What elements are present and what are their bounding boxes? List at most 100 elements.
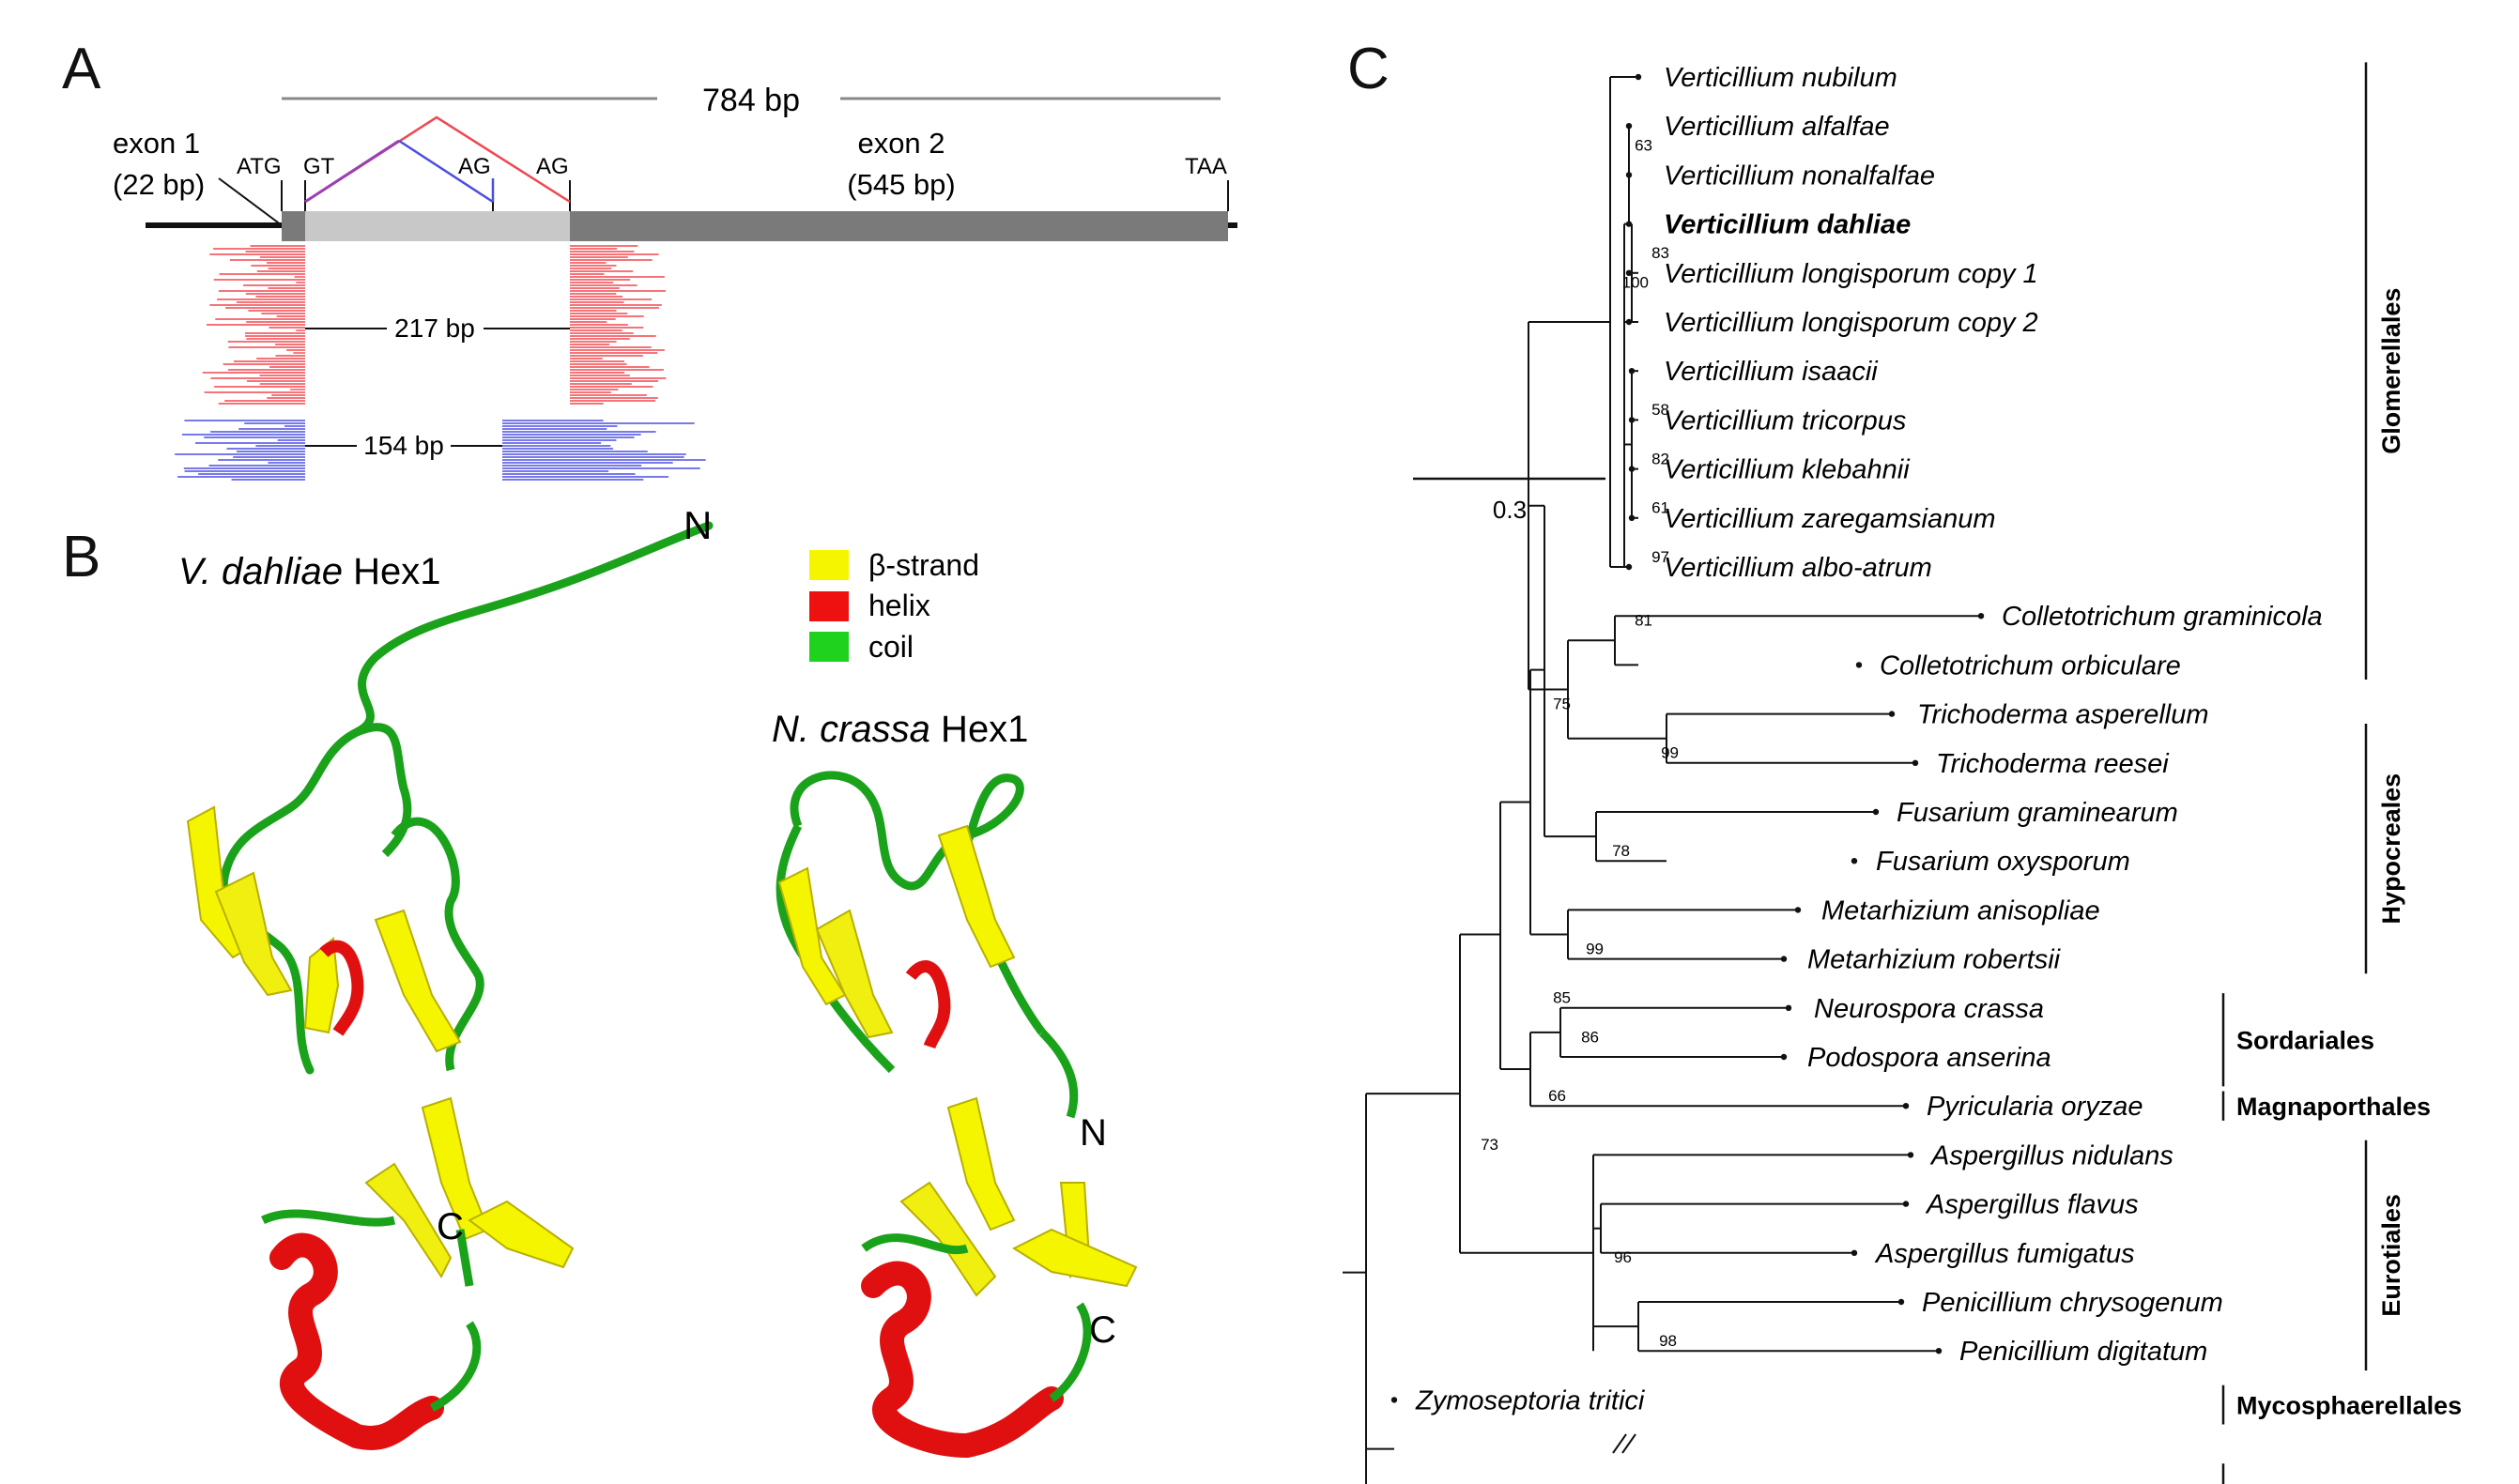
tree-tip-node — [1902, 1201, 1910, 1207]
taxon-label: Colletotrichum orbiculare — [1880, 650, 2181, 681]
vd-c-terminus-label: C — [437, 1206, 464, 1247]
panel-label-b: B — [62, 525, 101, 589]
tree-tip-node — [1977, 613, 1985, 620]
tree-tip-node — [1628, 514, 1636, 521]
exon1-name: exon 1 — [113, 127, 200, 160]
taxon-label: Verticillium dahliae — [1664, 210, 1911, 240]
taxon-label: Verticillium isaacii — [1664, 357, 1879, 387]
taxon-label: Verticillium albo-atrum — [1664, 553, 1932, 583]
donor-site-label: GT — [303, 154, 335, 179]
svg-text:V. dahliae Hex1: V. dahliae Hex1 — [178, 551, 440, 592]
panel-label-a: A — [62, 37, 101, 101]
bootstrap-value: 66 — [1548, 1087, 1566, 1105]
tree-tip-node — [1872, 808, 1880, 816]
tree-tip-node — [1780, 956, 1788, 962]
tree-tip-node — [1625, 563, 1633, 571]
order-label: Sordariales — [2236, 1027, 2374, 1055]
red-read-alignments — [202, 245, 667, 405]
tree-tip-node — [1628, 417, 1636, 423]
tree-tip-node — [1912, 759, 1919, 766]
bootstrap-value: 61 — [1651, 499, 1669, 517]
bootstrap-value: 86 — [1581, 1028, 1599, 1046]
bootstrap-value: 58 — [1651, 401, 1669, 419]
taxon-label: Verticillium nonalfalfae — [1664, 161, 1935, 191]
tree-tip-node — [1625, 123, 1633, 130]
vd-species-name: V. dahliae — [178, 551, 343, 592]
bootstrap-value: 78 — [1612, 842, 1630, 860]
tree-tip-node — [1935, 1348, 1943, 1354]
acceptor-site-2-label: AG — [536, 154, 569, 179]
order-label: Magnaporthales — [2236, 1093, 2431, 1121]
order-label: Mycosphaerellales — [2236, 1392, 2462, 1420]
taxon-label: Fusarium oxysporum — [1876, 847, 2130, 877]
bootstrap-value: 82 — [1651, 450, 1669, 467]
order-label: Hypocreales — [2377, 773, 2405, 925]
nc-species-name: N. crassa — [772, 709, 930, 750]
bootstrap-value: 98 — [1659, 1332, 1677, 1350]
tree-tips — [1390, 73, 1985, 1403]
bootstrap-value: 85 — [1553, 989, 1571, 1007]
taxon-label: Metarhizium anisopliae — [1821, 895, 2100, 926]
legend-swatch-coil — [809, 632, 849, 662]
order-label: Glomerellales — [2377, 288, 2405, 454]
blue-intron-length: 154 bp — [363, 431, 444, 460]
blue-read-alignments — [175, 420, 706, 481]
taxon-label: Verticillium nubilum — [1664, 63, 1897, 93]
taxon-label: Penicillium chrysogenum — [1922, 1288, 2223, 1318]
taxon-label: Verticillium longisporum copy 2 — [1664, 308, 2038, 338]
tree-tip-node — [1855, 662, 1863, 668]
taxon-label: Podospora anserina — [1807, 1043, 2051, 1073]
vd-protein-name: Hex1 — [343, 551, 441, 592]
tree-tip-node — [1628, 466, 1636, 472]
order-label: Eurotiales — [2377, 1194, 2405, 1317]
tree-tip-node — [1625, 172, 1633, 178]
bootstrap-value: 99 — [1661, 744, 1679, 762]
legend-label-coil: coil — [868, 630, 914, 664]
tree-tip-node — [1785, 1004, 1792, 1012]
acceptor-site-1-label: AG — [458, 154, 491, 179]
nc-n-terminus-label: N — [1080, 1112, 1107, 1154]
bootstrap-value: 100 — [1622, 273, 1649, 291]
exon2-length: (545 bp) — [847, 168, 955, 201]
svg-text:N. crassa Hex1: N. crassa Hex1 — [772, 709, 1028, 750]
bootstrap-value: 73 — [1481, 1136, 1498, 1154]
exon1-length: (22 bp) — [113, 168, 205, 201]
tree-tip-node — [1897, 1298, 1905, 1306]
tree-tip-node — [1780, 1053, 1788, 1061]
legend-swatch-strand — [809, 550, 849, 580]
legend-label-strand: β-strand — [868, 548, 979, 582]
exon2-name: exon 2 — [857, 127, 945, 160]
taxon-label: Verticillium tricorpus — [1664, 405, 1906, 436]
tree-tip-node — [1851, 1249, 1858, 1257]
vd-hex1-ribbon: N C — [186, 507, 714, 1450]
legend-label-helix: helix — [868, 589, 930, 622]
nc-hex1-ribbon: N C — [776, 771, 1138, 1459]
taxon-label: Neurospora crassa — [1814, 994, 2044, 1024]
taxon-label: Verticillium klebahnii — [1664, 455, 1911, 485]
tree-tip-node — [1625, 221, 1633, 227]
nc-protein-name: Hex1 — [930, 709, 1029, 750]
bootstrap-value: 75 — [1553, 695, 1571, 712]
tree-tip-node — [1635, 73, 1642, 81]
stop-codon-label: TAA — [1185, 154, 1227, 179]
tree-tip-node — [1888, 711, 1896, 717]
taxon-label: Trichoderma asperellum — [1917, 700, 2209, 730]
taxon-label: Metarhizium robertsii — [1807, 945, 2062, 975]
taxon-label: Colletotrichum graminicola — [2002, 602, 2323, 632]
taxon-label: Zymoseptoria tritici — [1415, 1385, 1646, 1415]
start-codon-label: ATG — [237, 154, 282, 179]
bootstrap-value: 63 — [1635, 136, 1652, 154]
panel-label-c: C — [1347, 37, 1390, 101]
secondary-structure-legend: β-strand helix coil — [809, 548, 979, 664]
taxon-label: Aspergillus flavus — [1925, 1190, 2139, 1220]
vd-n-terminus-label: N — [684, 507, 712, 547]
protein-structures: V. dahliae Hex1 N. crassa Hex1 β-strand … — [178, 507, 1138, 1459]
gene-structure-diagram: 784 bp exon 1 (22 bp) exon 2 (545 bp) AT… — [113, 83, 1237, 481]
bootstrap-value: 96 — [1614, 1248, 1632, 1266]
taxon-label: Pyricularia oryzae — [1927, 1092, 2143, 1122]
taxon-label: Aspergillus fumigatus — [1874, 1239, 2135, 1269]
tree-tip-node — [1628, 368, 1636, 375]
total-length-label: 784 bp — [702, 83, 800, 118]
